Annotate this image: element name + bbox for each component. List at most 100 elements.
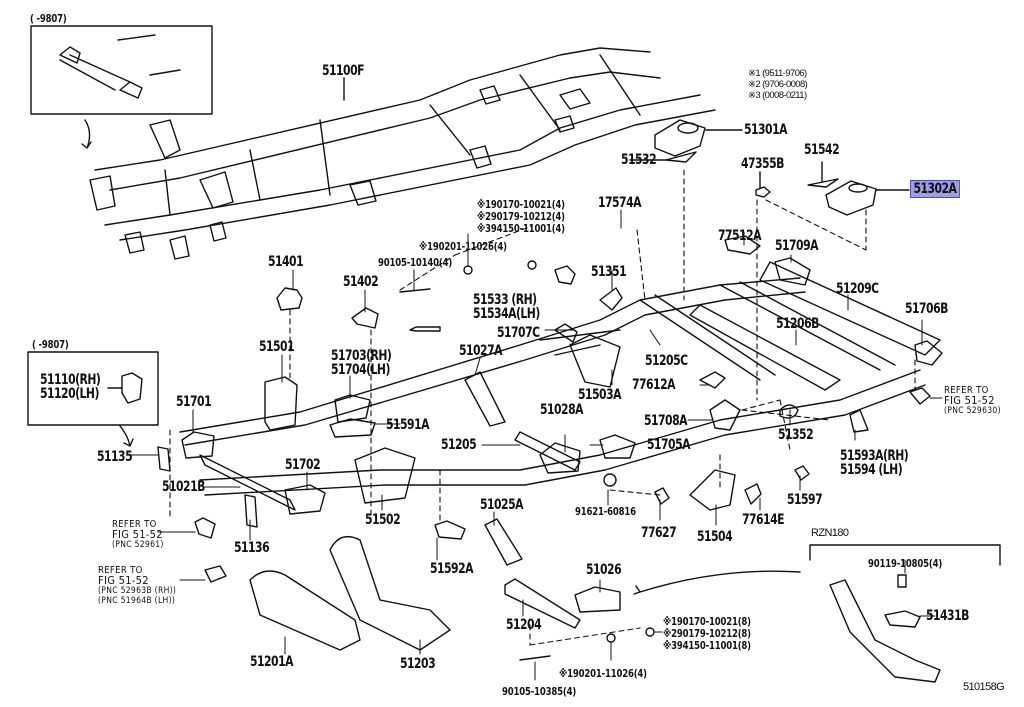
part-label-51401[interactable]: 51401 bbox=[268, 254, 304, 270]
ref-left2-line3: (PNC 52963B (RH)) bbox=[98, 586, 177, 596]
inset-box-mid-left bbox=[27, 351, 159, 426]
part-label-51110-51120[interactable]: 51110(RH) 51120(LH) bbox=[40, 372, 101, 402]
part-label-51026[interactable]: 51026 bbox=[586, 562, 622, 578]
part-label-90119-10805[interactable]: 90119-10805(4) bbox=[868, 557, 943, 570]
legend-item-3: ※3 (0008-0211) bbox=[748, 90, 807, 101]
part-label-77627[interactable]: 77627 bbox=[641, 525, 677, 541]
refer-to-fig-left2[interactable]: REFER TO FIG 51-52 (PNC 52963B (RH)) (PN… bbox=[98, 565, 177, 607]
part-label-90105-10385[interactable]: 90105-10385(4) bbox=[502, 685, 577, 698]
part-label-51542[interactable]: 51542 bbox=[804, 142, 840, 158]
part-51110: 51110(RH) bbox=[40, 372, 101, 388]
bolt-bottom-1: ※190170-10021(8) bbox=[663, 615, 751, 628]
part-label-47355B[interactable]: 47355B bbox=[741, 156, 784, 172]
legend-item-1: ※1 (9511-9706) bbox=[748, 68, 807, 79]
bolt-top-2: ※290179-10212(4) bbox=[477, 210, 565, 223]
bolt-set-bottom[interactable]: ※190170-10021(8) ※290179-10212(8) ※39415… bbox=[663, 616, 751, 652]
part-51703: 51703(RH) bbox=[331, 348, 392, 364]
bolt-set-top[interactable]: ※190170-10021(4) ※290179-10212(4) ※39415… bbox=[477, 199, 565, 235]
bolt-top-3: ※394150-11001(4) bbox=[477, 222, 565, 235]
part-label-51205C[interactable]: 51205C bbox=[645, 353, 688, 369]
part-label-51204[interactable]: 51204 bbox=[506, 617, 542, 633]
part-label-51402[interactable]: 51402 bbox=[343, 274, 379, 290]
refer-to-fig-right[interactable]: REFER TO FIG 51-52 (PNC 529630) bbox=[944, 386, 1001, 417]
bolt-top-1: ※190170-10021(4) bbox=[477, 198, 565, 211]
part-51704: 51704(LH) bbox=[331, 362, 390, 378]
part-label-51352[interactable]: 51352 bbox=[778, 427, 814, 443]
part-label-77512A[interactable]: 77512A bbox=[718, 228, 761, 244]
part-label-51027A[interactable]: 51027A bbox=[459, 343, 502, 359]
part-label-51100F[interactable]: 51100F bbox=[322, 63, 365, 79]
part-label-51592A[interactable]: 51592A bbox=[430, 561, 473, 577]
part-label-51532[interactable]: 51532 bbox=[621, 152, 657, 168]
date-range-legend: ※1 (9511-9706) ※2 (9706-0008) ※3 (0008-0… bbox=[748, 68, 808, 101]
rzn180-title: RZN180 bbox=[811, 527, 849, 539]
part-label-51702[interactable]: 51702 bbox=[285, 457, 321, 473]
bolt-bottom-2: ※290179-10212(8) bbox=[663, 627, 751, 640]
ref-left1-line3: (PNC 52961) bbox=[112, 540, 164, 550]
part-label-51504[interactable]: 51504 bbox=[697, 529, 733, 545]
part-label-17574A[interactable]: 17574A bbox=[598, 195, 641, 211]
part-51533: 51533 (RH) bbox=[473, 292, 537, 308]
inset-crossmember-sketch bbox=[59, 34, 181, 99]
ref-left2-line2: FIG 51-52 bbox=[98, 574, 149, 587]
bolt-bottom-3: ※394150-11001(8) bbox=[663, 639, 751, 652]
figure-code: 510158G bbox=[963, 681, 1005, 693]
part-label-51597[interactable]: 51597 bbox=[787, 492, 823, 508]
part-label-51706B[interactable]: 51706B bbox=[905, 301, 948, 317]
part-label-51203[interactable]: 51203 bbox=[400, 656, 436, 672]
frame-lower-assembly bbox=[179, 261, 941, 496]
part-label-90105-10140[interactable]: 90105-10140(4) bbox=[378, 256, 453, 269]
inset-range-mid-left: ( -9807) bbox=[32, 338, 69, 351]
inset-box-top-left bbox=[30, 25, 213, 115]
part-label-51431B[interactable]: 51431B bbox=[926, 608, 969, 624]
part-label-51201A[interactable]: 51201A bbox=[250, 654, 293, 670]
part-label-51135[interactable]: 51135 bbox=[97, 449, 133, 465]
inset-range-top-left: ( -9807) bbox=[30, 12, 67, 25]
part-label-51503A[interactable]: 51503A bbox=[578, 387, 621, 403]
part-label-91621-60816[interactable]: 91621-60816 bbox=[575, 505, 636, 518]
refer-to-fig-left1[interactable]: REFER TO FIG 51-52 (PNC 52961) bbox=[112, 519, 164, 551]
part-label-77614E[interactable]: 77614E bbox=[742, 512, 785, 528]
part-51594: 51594 (LH) bbox=[840, 462, 903, 478]
part-label-51025A[interactable]: 51025A bbox=[480, 497, 523, 513]
part-label-51705A[interactable]: 51705A bbox=[647, 437, 690, 453]
ref-left1-line1: REFER TO bbox=[112, 519, 157, 530]
legend-item-2: ※2 (9706-0008) bbox=[748, 79, 808, 90]
part-label-51593A-51594[interactable]: 51593A(RH) 51594 (LH) bbox=[840, 449, 909, 478]
part-label-51351[interactable]: 51351 bbox=[591, 264, 627, 280]
part-label-51708A[interactable]: 51708A bbox=[644, 413, 687, 429]
ref-left2-line4: (PNC 51964B (LH)) bbox=[98, 596, 176, 606]
part-label-51301A[interactable]: 51301A bbox=[744, 122, 787, 138]
part-label-77612A[interactable]: 77612A bbox=[632, 377, 675, 393]
part-51534A: 51534A(LH) bbox=[473, 306, 540, 322]
ref-left2-line1: REFER TO bbox=[98, 565, 143, 576]
part-label-51709A[interactable]: 51709A bbox=[775, 238, 818, 254]
part-label-51136[interactable]: 51136 bbox=[234, 540, 270, 556]
part-label-51591A[interactable]: 51591A bbox=[386, 417, 429, 433]
ref-right-line3: (PNC 529630) bbox=[944, 406, 1001, 416]
ref-right-line2: FIG 51-52 bbox=[944, 394, 995, 407]
part-label-51206B[interactable]: 51206B bbox=[776, 316, 819, 332]
bolt-b-icon bbox=[603, 473, 617, 487]
mount-51302A bbox=[825, 180, 877, 216]
part-label-51707C[interactable]: 51707C bbox=[497, 325, 540, 341]
part-label-51209C[interactable]: 51209C bbox=[836, 281, 879, 297]
frame-51100F bbox=[89, 47, 716, 260]
part-51120: 51120(LH) bbox=[40, 386, 99, 402]
arrow-icon bbox=[81, 119, 92, 149]
ref-left1-line2: FIG 51-52 bbox=[112, 528, 163, 541]
part-label-51205[interactable]: 51205 bbox=[441, 437, 477, 453]
part-label-51501[interactable]: 51501 bbox=[259, 339, 295, 355]
mount-51301A bbox=[654, 119, 706, 157]
part-label-51028A[interactable]: 51028A bbox=[540, 402, 583, 418]
part-label-51701[interactable]: 51701 bbox=[176, 394, 212, 410]
part-label-51021B[interactable]: 51021B bbox=[162, 479, 205, 495]
part-label-washer-bottom[interactable]: ※190201-11026(4) bbox=[559, 667, 647, 680]
part-label-washer-top[interactable]: ※190201-11026(4) bbox=[419, 240, 507, 253]
part-label-51302A-highlighted[interactable]: 51302A bbox=[910, 180, 960, 198]
part-label-51502[interactable]: 51502 bbox=[365, 512, 401, 528]
part-glyphs bbox=[119, 235, 943, 683]
part-label-51533-51534A[interactable]: 51533 (RH) 51534A(LH) bbox=[473, 293, 540, 321]
part-label-51703-51704[interactable]: 51703(RH) 51704(LH) bbox=[331, 348, 392, 378]
